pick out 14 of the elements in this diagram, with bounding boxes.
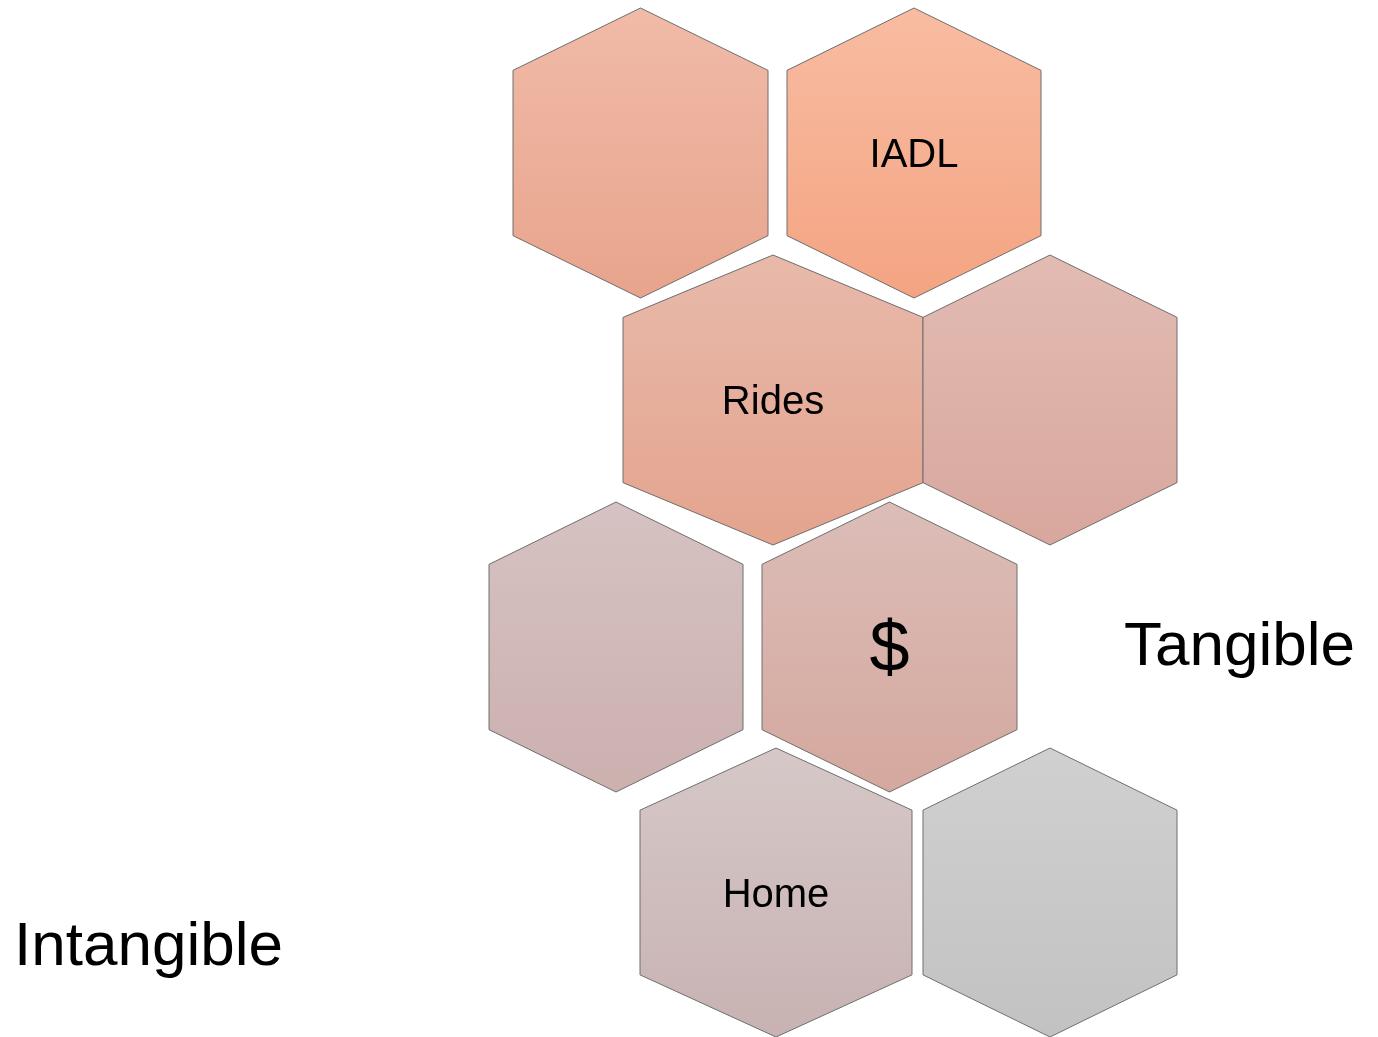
tile-label: IADL: [869, 131, 959, 175]
hexagon-tile: [762, 502, 1017, 792]
hexagon-tile: [923, 748, 1177, 1037]
axis-label: Tangible: [1124, 610, 1355, 679]
tile-label: $: [869, 607, 910, 687]
hexagon-tile: [513, 8, 768, 298]
hexagon-tile: [623, 255, 923, 545]
tile-label: Rides: [721, 378, 825, 422]
tile-label: Home: [722, 870, 830, 915]
hexagon-tile: [640, 748, 912, 1037]
hexagon-tile: [489, 502, 743, 792]
hexagon-tile: [787, 8, 1041, 298]
axis-label: Intangible: [14, 910, 283, 979]
hexagon-tile: [923, 255, 1177, 545]
